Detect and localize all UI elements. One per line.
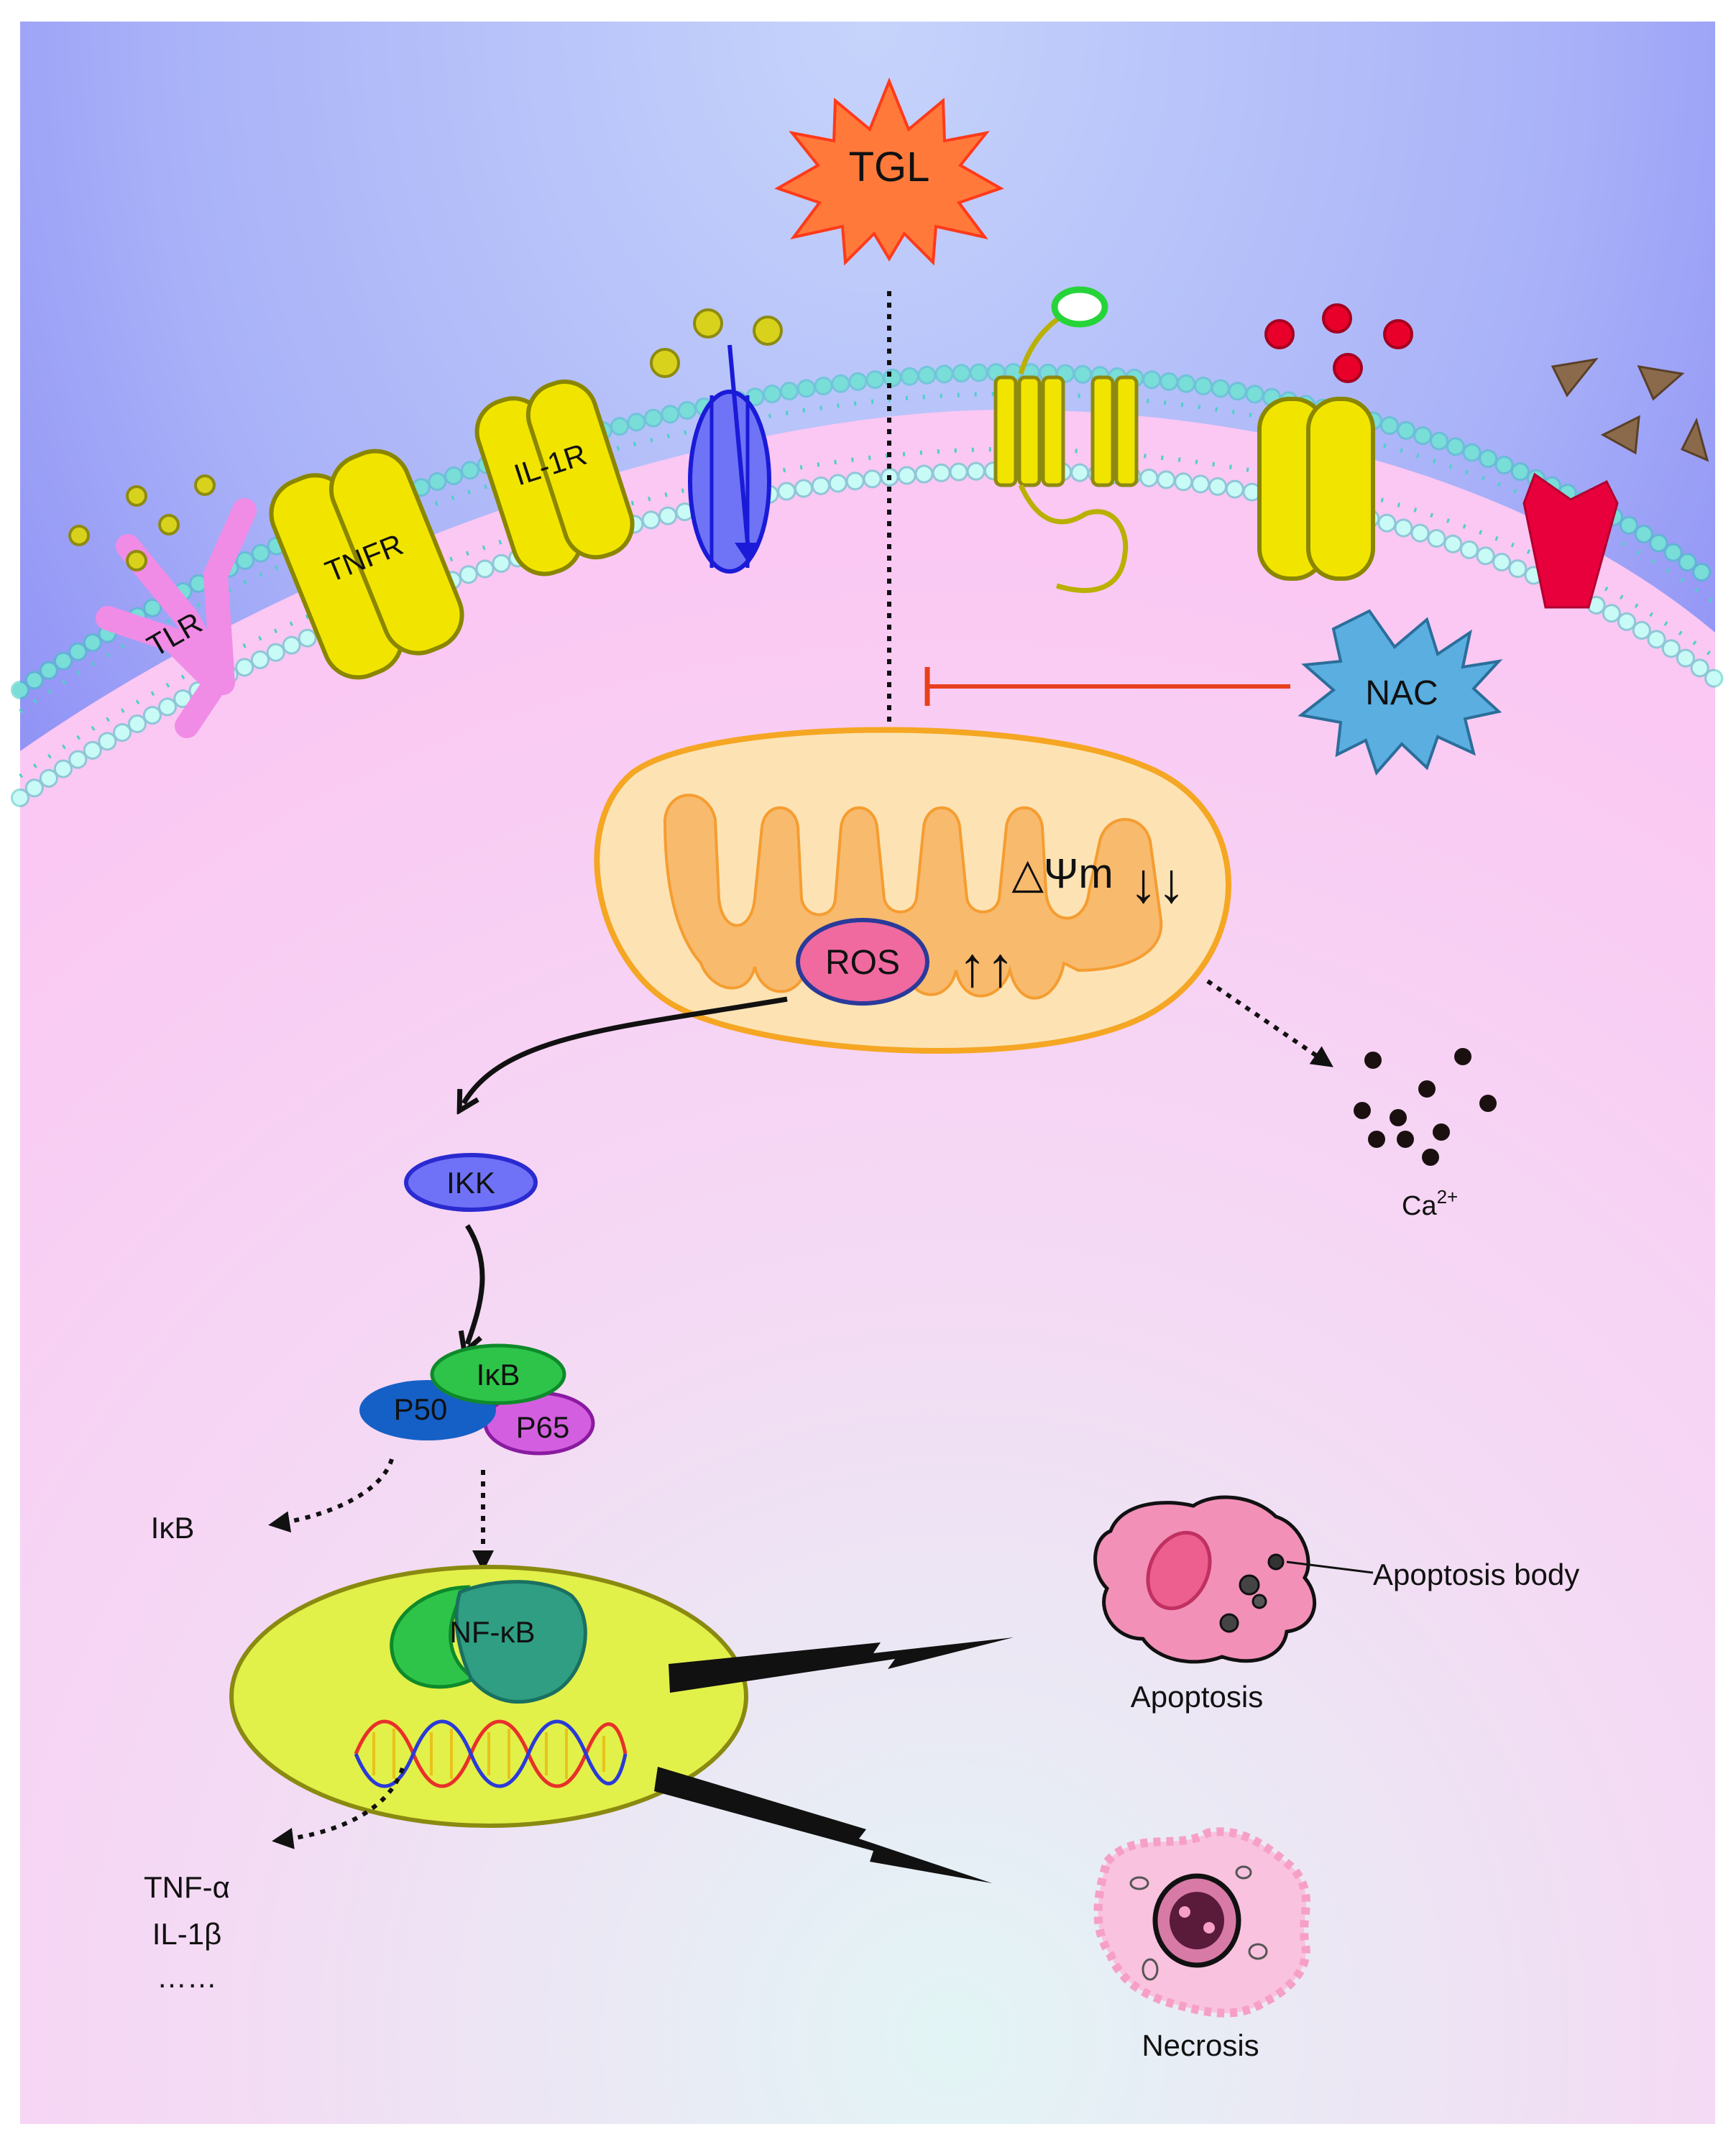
- ikb-complex-label: IκB: [477, 1358, 520, 1392]
- tlr-receptor: TLR: [96, 498, 257, 738]
- receptor-right: [1257, 397, 1375, 581]
- necrotic-cell: [1093, 1827, 1310, 2018]
- nfkb-dark-subunit: [454, 1580, 587, 1704]
- ca-ions: [1354, 1048, 1497, 1166]
- ikb-release-arrow: [268, 1458, 394, 1533]
- delta-psi-label: △Ψm: [1011, 850, 1113, 897]
- nfkb-label: NF-κB: [450, 1615, 536, 1649]
- il1r-receptor: IL-1R: [474, 380, 635, 576]
- necrosis-label: Necrosis: [1142, 2028, 1259, 2062]
- nucleus-to-necrosis-arrow: [654, 1767, 992, 1883]
- tnfr-receptor: TNFR: [269, 449, 464, 680]
- tgl-burst: [774, 77, 1004, 266]
- ellipsis-label: ……: [157, 1960, 217, 1994]
- ikk-to-complex-arrow: [467, 1224, 485, 1344]
- dna-helix: [354, 1719, 628, 1788]
- cytokine-release-arrow: [272, 1767, 405, 1849]
- tnf-alpha-label: TNF-α: [144, 1870, 230, 1904]
- ca-label: Ca2+: [1402, 1186, 1458, 1221]
- il1b-label: IL-1β: [152, 1917, 222, 1951]
- apoptotic-cell: [1093, 1495, 1317, 1664]
- tgl-label: TGL: [849, 144, 930, 190]
- gpcr-receptor: [993, 299, 1139, 593]
- ca-text: Ca: [1402, 1191, 1437, 1221]
- nucleus-to-apoptosis-arrow: [669, 1637, 1014, 1693]
- nac-burst: [1298, 609, 1503, 776]
- ros-increase-arrows: ↑↑: [958, 935, 1014, 998]
- ros-label: ROS: [825, 944, 900, 982]
- triangle-ligands: [1551, 357, 1709, 462]
- ikk-node: [404, 1153, 538, 1212]
- mito-to-ca-arrow: [1206, 979, 1333, 1067]
- p65-label: P65: [516, 1410, 570, 1444]
- channel-ions: [650, 308, 783, 378]
- ca-superscript: 2+: [1437, 1186, 1459, 1208]
- ros-node: [796, 918, 929, 1006]
- gpcr-ligand: [1051, 286, 1108, 328]
- ion-channel: [688, 344, 771, 574]
- red-ligands: [1264, 303, 1413, 383]
- apoptosis-body-pointer: [1286, 1560, 1374, 1574]
- p50-label: P50: [394, 1392, 448, 1426]
- tlr-ligands: [68, 474, 216, 571]
- ikb-subunit: [430, 1343, 566, 1405]
- apoptosis-body-label: Apoptosis body: [1373, 1558, 1579, 1591]
- red-receptor: [1523, 472, 1619, 609]
- delta-psi-decrease-arrows: ↓↓: [1129, 851, 1185, 914]
- nfkb-ikb-complex: IκB P50 P65: [359, 1343, 595, 1456]
- ros-to-ikk-arrow: [464, 996, 788, 1103]
- mitochondrion: [594, 727, 1231, 1054]
- ikk-label: IKK: [446, 1166, 495, 1200]
- nac-label: NAC: [1365, 674, 1438, 712]
- apoptosis-label: Apoptosis: [1131, 1680, 1263, 1714]
- ikb-released-label: IκB: [151, 1511, 195, 1545]
- nfkb-green-subunit: [390, 1585, 479, 1689]
